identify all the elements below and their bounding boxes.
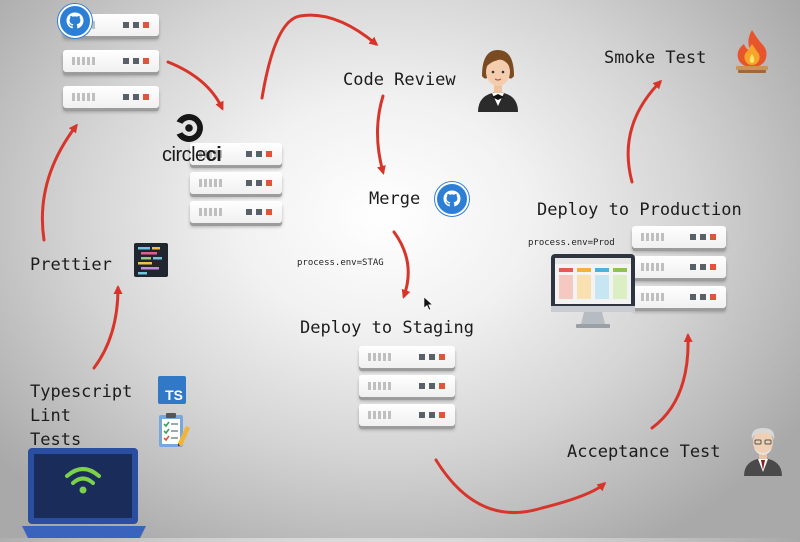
production-server-rack [632, 226, 726, 310]
monitor-dashboard-icon [550, 252, 636, 332]
arrow-typescript-to-prettier [92, 285, 123, 370]
merge-label: Merge [369, 189, 421, 209]
code-editor-icon [134, 243, 168, 277]
merge-github-logo-icon [435, 182, 469, 216]
tests-label: Tests [30, 430, 82, 450]
arrow-staging-to-acceptance [434, 458, 607, 514]
code-review-label: Code Review [343, 70, 456, 90]
acceptance-test-label: Acceptance Test [567, 442, 721, 462]
process-env-stag-label: process.env=STAG [297, 258, 384, 268]
smoke-test-label: Smoke Test [604, 48, 707, 68]
prettier-label: Prettier [30, 255, 112, 275]
laptop-wifi-icon [22, 448, 146, 538]
github-logo-icon [58, 4, 92, 38]
typescript-icon: TS [158, 376, 186, 404]
process-env-prod-label: process.env=Prod [528, 238, 615, 248]
typescript-label: Typescript [30, 382, 133, 402]
arrow-prettier-to-github [40, 123, 78, 242]
lint-label: Lint [30, 406, 71, 426]
waiter-icon [470, 44, 526, 112]
circleci-wordmark: circleci [162, 144, 222, 166]
cursor-icon [423, 296, 434, 315]
clipboard-checklist-icon [156, 412, 192, 450]
arrow-merge-to-staging [392, 230, 411, 299]
arrow-codereview-to-merge [376, 94, 386, 175]
arrow-github-to-circleci [166, 60, 224, 111]
arrow-production-to-smoketest [626, 79, 663, 184]
circleci-server-rack [190, 143, 282, 223]
arrow-circleci-to-codereview [260, 13, 379, 100]
circleci-logo-icon [173, 112, 205, 144]
fire-icon [732, 28, 772, 74]
deploy-staging-label: Deploy to Staging [300, 318, 474, 338]
deploy-production-label: Deploy to Production [537, 200, 742, 220]
staging-server-rack [359, 346, 455, 426]
elderly-man-icon [740, 424, 786, 476]
arrow-acceptance-to-production [650, 333, 693, 430]
